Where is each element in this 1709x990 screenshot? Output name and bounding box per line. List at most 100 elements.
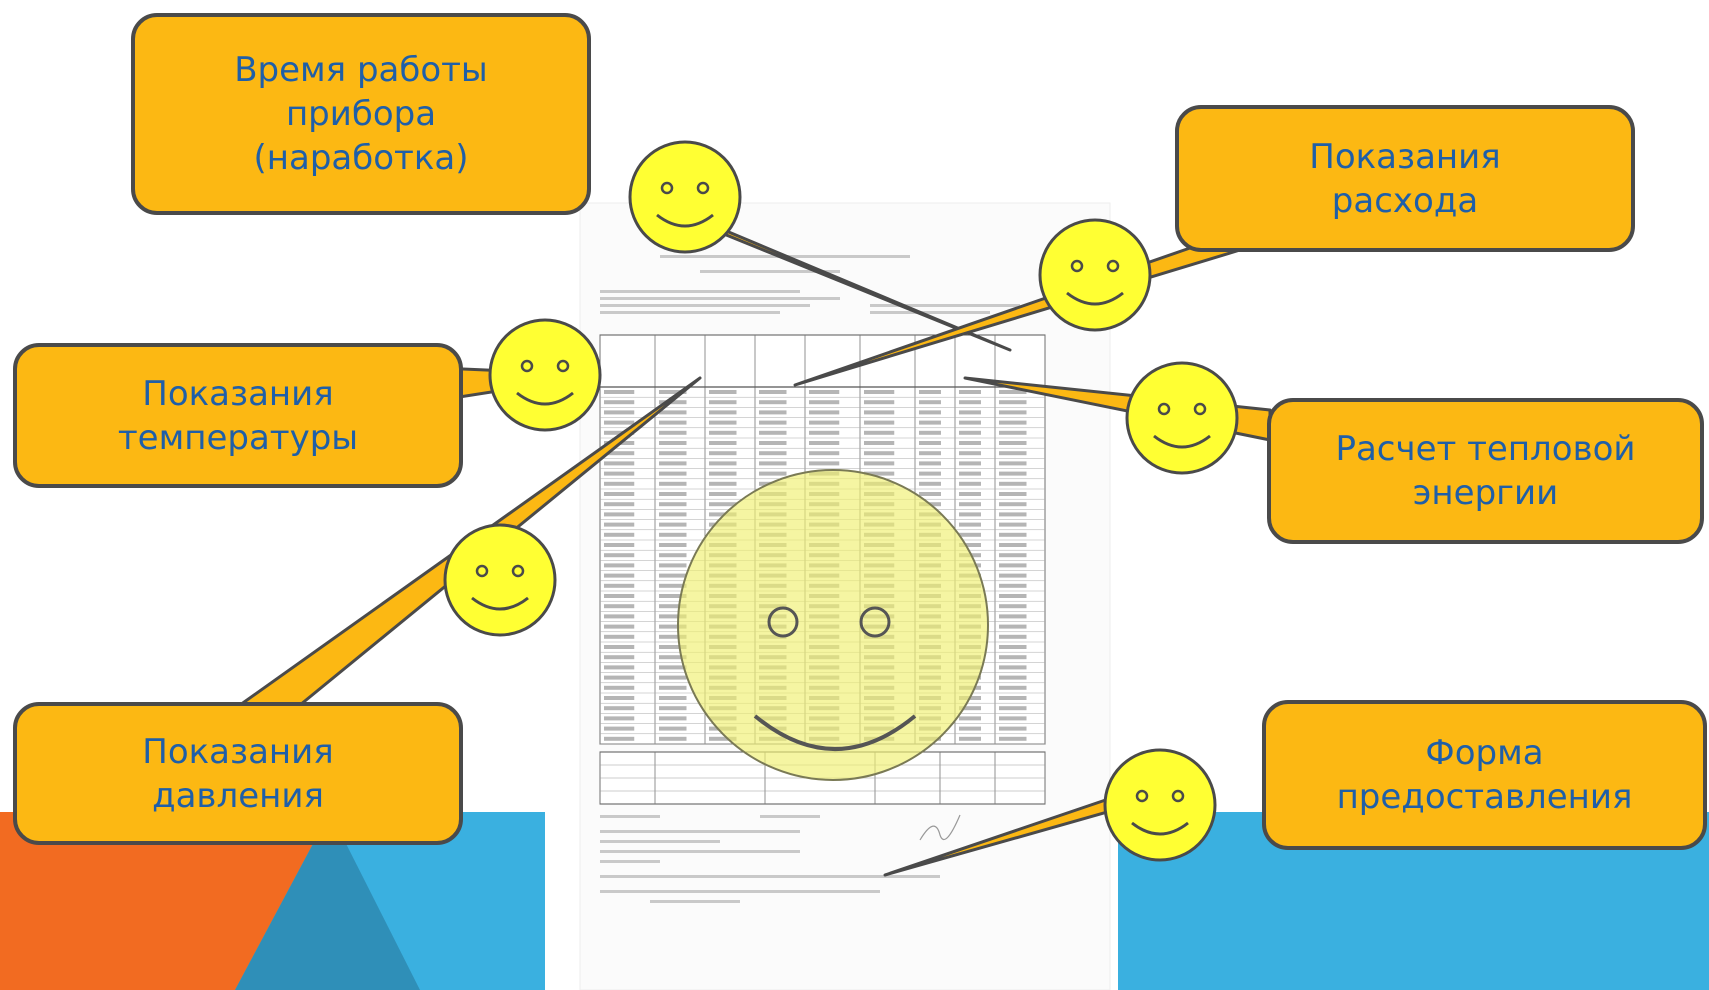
table-cell-blur (959, 532, 981, 537)
table-cell-blur (709, 736, 737, 741)
table-cell-blur (919, 471, 941, 476)
smiley-face (443, 523, 557, 637)
document-text-line (760, 815, 820, 818)
smiley-eye-right (556, 359, 570, 373)
smiley-face (1038, 218, 1152, 332)
document-text-line (600, 875, 940, 878)
big-smiley-mouth (753, 714, 917, 751)
big-smiley-icon (677, 469, 989, 781)
table-cell-blur (604, 492, 635, 496)
table-cell-blur (999, 512, 1027, 517)
table-cell-blur (709, 400, 737, 405)
table-cell-blur (659, 390, 687, 394)
table-cell-blur (759, 471, 787, 476)
smiley-mouth (656, 213, 714, 228)
table-cell-blur (659, 665, 687, 670)
table-cell-blur (659, 420, 687, 425)
table-cell-blur (659, 441, 687, 445)
document-text-line (600, 850, 800, 853)
document-text-line (600, 290, 800, 293)
table-cell-blur (759, 410, 787, 415)
table-cell-blur (604, 461, 635, 466)
table-cell-blur (659, 543, 687, 547)
table-cell-blur (604, 634, 635, 639)
band-blue-shade (235, 812, 420, 990)
callout-runtime-line-3: (наработка) (253, 138, 469, 178)
table-cell-blur (604, 390, 635, 394)
table-cell-blur (999, 471, 1027, 476)
table-cell-blur (864, 400, 895, 405)
table-cell-blur (809, 430, 840, 435)
signature-scribble (919, 814, 961, 841)
table-cell-blur (659, 492, 687, 496)
table-cell-blur (999, 481, 1027, 486)
table-cell-blur (999, 461, 1027, 466)
table-cell-blur (864, 410, 895, 415)
table-cell-blur (999, 655, 1027, 660)
table-cell-blur (709, 430, 737, 435)
table-cell-blur (999, 390, 1027, 394)
table-cell-blur (809, 410, 840, 415)
document-text-line (600, 304, 810, 307)
table-cell-blur (604, 573, 635, 578)
smiley-icons (443, 140, 1239, 862)
smiley-face (1103, 748, 1217, 862)
document-text-line (600, 815, 660, 818)
table-cell-blur (809, 451, 840, 456)
smiley-mouth (1131, 821, 1189, 836)
smiley-eye-left (520, 359, 534, 373)
table-cell-blur (659, 736, 687, 741)
table-cell-blur (604, 481, 635, 486)
table-cell-blur (999, 594, 1027, 598)
smiley-mouth (471, 596, 529, 611)
table-cell-blur (709, 502, 737, 507)
table-cell-blur (604, 583, 635, 588)
table-cell-blur (959, 420, 981, 425)
table-cell-blur (959, 512, 981, 517)
table-cell-blur (709, 481, 737, 486)
table-cell-blur (604, 522, 635, 527)
table-cell-blur (959, 410, 981, 415)
callout-pressure: Показания давления (13, 702, 463, 845)
document-text-line (700, 270, 840, 273)
table-cell-blur (999, 543, 1027, 547)
callout-heat-line-1: Расчет тепловой (1335, 429, 1636, 469)
table-cell-blur (959, 716, 981, 721)
table-cell-blur (659, 706, 687, 711)
smiley-runtime-icon (628, 140, 742, 254)
document-text-line (870, 311, 990, 314)
table-cell-blur (959, 736, 981, 741)
document-text-line (600, 860, 660, 863)
table-cell-blur (659, 553, 687, 558)
table-cell-blur (999, 492, 1027, 496)
table-cell-blur (604, 410, 635, 415)
table-cell-blur (864, 471, 895, 476)
table-cell-blur (604, 685, 635, 690)
callout-temperature: Показания температуры (13, 343, 463, 488)
document-text-line (650, 900, 740, 903)
table-cell-blur (604, 726, 635, 731)
document-text-line (600, 840, 720, 843)
table-cell-blur (604, 665, 635, 670)
table-cell-blur (659, 522, 687, 527)
table-cell-blur (999, 706, 1027, 711)
table-cell-blur (999, 502, 1027, 507)
table-cell-blur (604, 716, 635, 721)
table-cell-blur (919, 400, 941, 405)
table-cell-blur (604, 512, 635, 517)
callout-temperature-line-1: Показания (142, 373, 334, 414)
table-cell-blur (959, 543, 981, 547)
table-cell-blur (709, 410, 737, 415)
table-cell-blur (659, 461, 687, 466)
smiley-eye-right (1106, 259, 1120, 273)
callout-form-line-1: Форма (1425, 733, 1544, 773)
smiley-eye-left (475, 564, 489, 578)
table-cell-blur (659, 502, 687, 507)
table-cell-blur (659, 604, 687, 609)
table-cell-blur (659, 614, 687, 619)
table-cell-blur (759, 461, 787, 466)
smiley-eye-right (1171, 789, 1185, 803)
table-cell-blur (659, 634, 687, 639)
table-cell-blur (959, 502, 981, 507)
table-cell-blur (759, 441, 787, 445)
